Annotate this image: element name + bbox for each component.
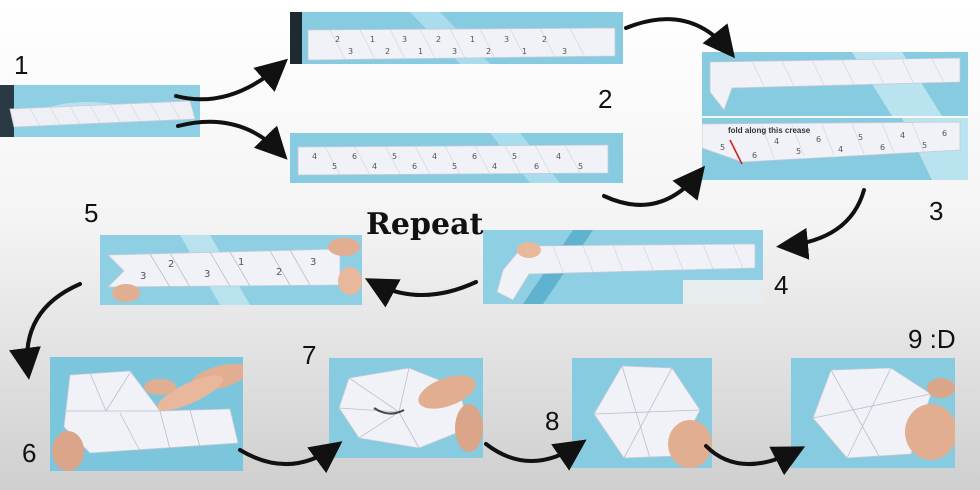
step-number-9: 9 :D [908, 324, 956, 354]
step-number-7: 7 [302, 340, 317, 370]
strip-digit: 1 [522, 47, 527, 56]
step-9-photo [791, 358, 955, 468]
strip-digit: 3 [310, 257, 316, 268]
arrow-6-to-7 [238, 441, 343, 474]
step-8-photo [572, 358, 712, 468]
strip-digit: 5 [796, 147, 801, 156]
strip-digit: 2 [276, 267, 282, 278]
strip-digit: 2 [436, 35, 441, 44]
step-number-6: 6 [22, 438, 37, 468]
strip-digit: 4 [838, 145, 843, 154]
strip-digit: 4 [556, 152, 561, 161]
step-6-photo [50, 357, 243, 471]
step-1-photo [0, 85, 200, 137]
strip-digit: 5 [922, 141, 927, 150]
step-2-top-photo: 2 3 1 2 3 1 2 3 1 2 3 1 2 3 [290, 12, 623, 64]
strip-digit: 5 [578, 162, 583, 171]
strip-digit: 2 [486, 47, 491, 56]
strip-digit: 5 [392, 152, 397, 161]
strip-digit: 2 [542, 35, 547, 44]
strip-digit: 4 [312, 152, 317, 161]
strip-digit: 4 [900, 131, 905, 140]
strip-digit: 4 [774, 137, 779, 146]
step-number-5: 5 [84, 198, 99, 228]
crease-annotation: fold along this crease [728, 126, 811, 135]
strip-digit: 6 [880, 143, 885, 152]
step-number-1: 1 [14, 50, 29, 80]
arrow-2-to-3-top [624, 17, 736, 59]
strip-digit: 5 [332, 162, 337, 171]
strip-digit: 4 [492, 162, 497, 171]
strip-digit: 6 [752, 151, 757, 160]
strip-digit: 5 [452, 162, 457, 171]
crease-line [729, 139, 743, 165]
arrow-8-to-9 [704, 444, 806, 476]
step-3-top-photo [702, 52, 968, 116]
strip-digit: 4 [372, 162, 377, 171]
strip-digit: 3 [140, 271, 146, 282]
strip-digit: 2 [335, 35, 340, 44]
step-number-8: 8 [545, 406, 560, 436]
strip-digit: 3 [204, 269, 210, 280]
strip-digit: 6 [412, 162, 417, 171]
arrow-7-to-8 [484, 439, 587, 471]
repeat-label: Repeat [366, 207, 484, 242]
strip-digit: 1 [370, 35, 375, 44]
strip-digit: 5 [858, 133, 863, 142]
arrow-4-to-5 [364, 278, 478, 308]
strip-digit: 3 [348, 47, 353, 56]
strip-digit: 2 [168, 259, 174, 270]
step-7-photo [329, 358, 483, 458]
strip-digit: 3 [562, 47, 567, 56]
step-4-photo [483, 230, 763, 304]
strip-digit: 5 [720, 143, 725, 152]
strip-digit: 5 [512, 152, 517, 161]
strip-digit: 1 [470, 35, 475, 44]
step-number-2: 2 [598, 84, 613, 114]
strip-digit: 3 [402, 35, 407, 44]
arrow-3-to-4 [776, 188, 866, 260]
strip-digit: 6 [816, 135, 821, 144]
step-2-bottom-photo: 4 5 6 4 5 6 4 5 6 4 5 6 4 5 [290, 133, 623, 183]
step-number-4: 4 [774, 270, 789, 300]
strip-digit: 6 [352, 152, 357, 161]
strip-digit: 4 [432, 152, 437, 161]
step-number-3: 3 [929, 196, 944, 226]
strip-digit: 3 [504, 35, 509, 44]
step-3-bottom-photo: fold along this crease 5 6 4 5 6 4 5 6 4… [702, 118, 968, 180]
strip-digit: 1 [418, 47, 423, 56]
strip-digit: 3 [452, 47, 457, 56]
strip-digit: 6 [534, 162, 539, 171]
strip-digit: 1 [238, 257, 244, 268]
strip-digit: 6 [472, 152, 477, 161]
step-5-photo: 3 2 3 1 2 3 [100, 235, 362, 305]
strip-digit: 2 [385, 47, 390, 56]
strip-digit: 6 [942, 129, 947, 138]
